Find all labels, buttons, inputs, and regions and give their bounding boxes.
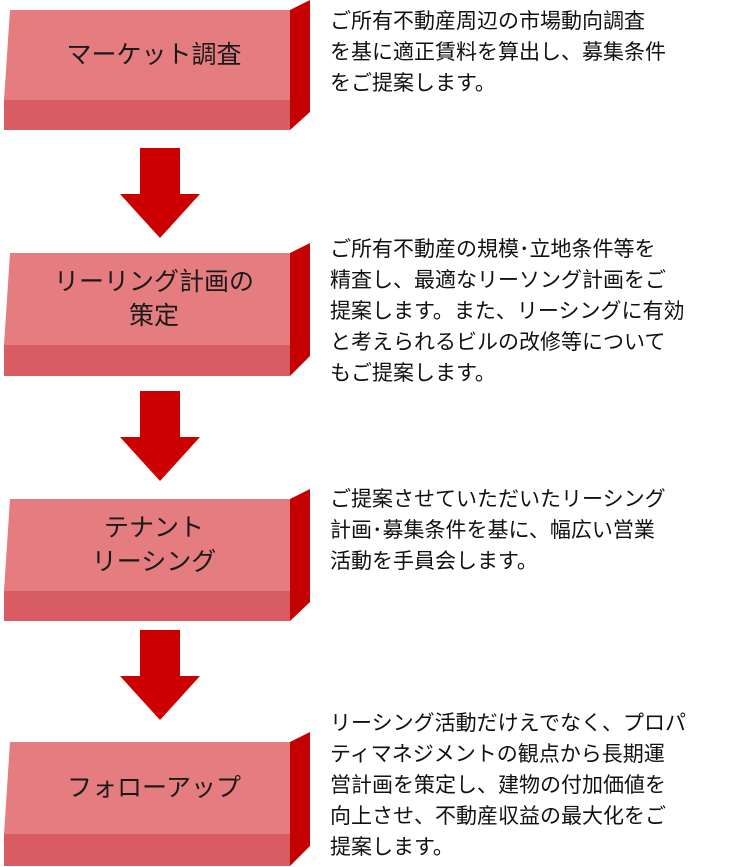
step-description-2: ご所有不動産の規模･立地条件等を 精査し、最適なリーソング計画をご 提案します。…	[330, 237, 685, 385]
step-description-4: リーシング活動だけえでなく、プロパ ティマネジメントの観点から長期運 営計画を策…	[330, 711, 686, 859]
step-description-3: ご提案させていただいたリーシング 計画･募集条件を基に、幅広い営業 活動を手員会…	[330, 487, 666, 573]
step-label-3: テナント リーシング	[91, 513, 217, 576]
step-label-2: リーリング計画の 策定	[53, 267, 254, 330]
step-label-4: フォローアップ	[66, 773, 241, 802]
arrow-down-3	[120, 630, 200, 720]
step-description-1: ご所有不動産周辺の市場動向調査 を基に適正賃料を算出し、募集条件 をご提案します…	[330, 9, 666, 95]
step-box-3	[4, 489, 310, 621]
arrow-down-2	[120, 391, 200, 481]
step-box-2	[4, 243, 310, 376]
step-label-1: マーケット調査	[66, 40, 242, 69]
step-box-4	[4, 732, 310, 866]
step-box-1	[4, 0, 310, 130]
arrow-down-1	[120, 148, 200, 238]
